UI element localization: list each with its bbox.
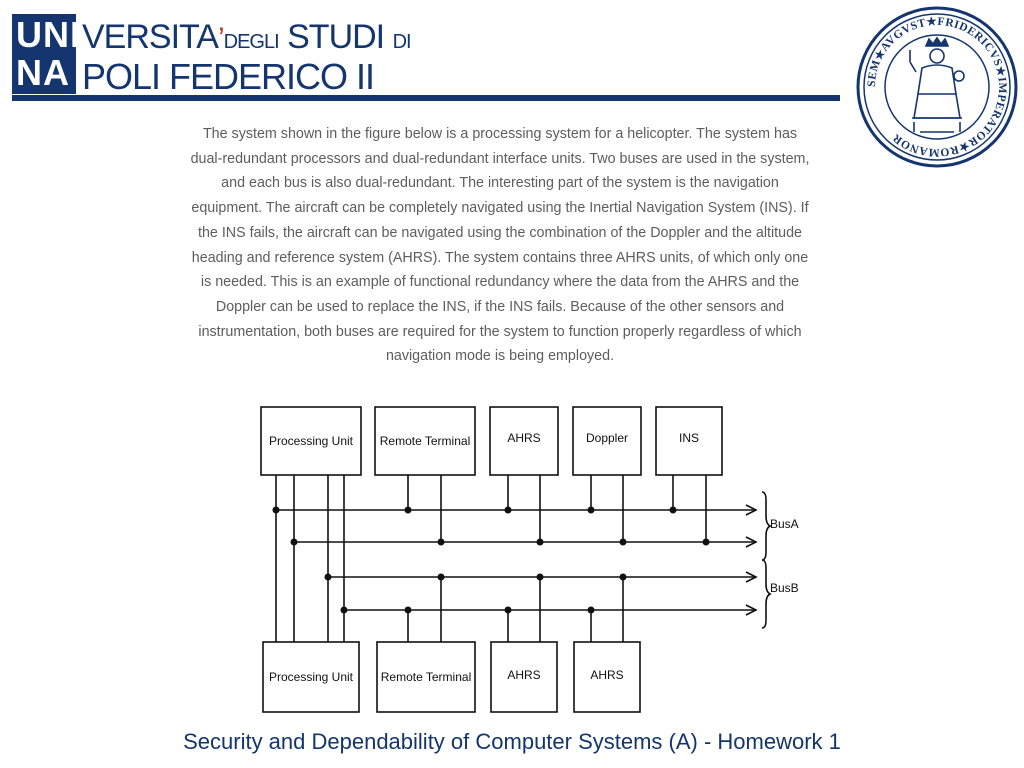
slide-footer-title: Security and Dependability of Computer S… [183,729,841,754]
top-unit-doppler-box [572,406,642,476]
top-unit-label: AHRS [507,431,540,445]
top-unit-ins-box [655,406,723,476]
problem-description: The system shown in the figure below is … [190,126,810,365]
top-unit-label: Remote Terminal [380,434,470,448]
system-block-diagram: Processing Unit Remote Terminal AHRS Dop… [260,406,799,713]
top-unit-processing-box [260,406,362,476]
header-divider [12,95,840,101]
logo-box: UNI NA [12,14,81,94]
logo-uni: UNI [16,14,81,55]
top-unit-ahrs-box [489,406,559,476]
university-logo: UNI NA VERSITA’DEGLI STUDI DI POLI FEDER… [12,14,412,97]
bottom-unit-label: Remote Terminal [381,670,471,684]
logo-na: NA [16,52,70,93]
university-seal-icon: SEM★AVGVST★FRIDERICVS★IMPERATOR★ROMANOR [856,6,1018,168]
bottom-unit-processing-box [262,641,360,713]
bottom-unit-label: AHRS [590,668,623,682]
logo-line-1: VERSITA’DEGLI STUDI DI [82,18,412,56]
bus-junctions [272,506,710,614]
bottom-unit-label: Processing Unit [269,670,354,684]
bus-label: BusA [770,517,799,531]
bottom-unit-ahrs-1-box [490,641,558,713]
logo-line-2: POLI FEDERICO II [82,56,375,97]
bottom-unit-remote-terminal-box [376,641,476,713]
bottom-unit-ahrs-2-box [573,641,641,713]
bottom-unit-label: AHRS [507,668,540,682]
top-unit-remote-terminal-box [374,406,476,476]
top-unit-label: Processing Unit [269,434,354,448]
top-unit-label: Doppler [586,431,628,445]
bus-label: BusB [770,581,799,595]
top-unit-label: INS [679,431,699,445]
